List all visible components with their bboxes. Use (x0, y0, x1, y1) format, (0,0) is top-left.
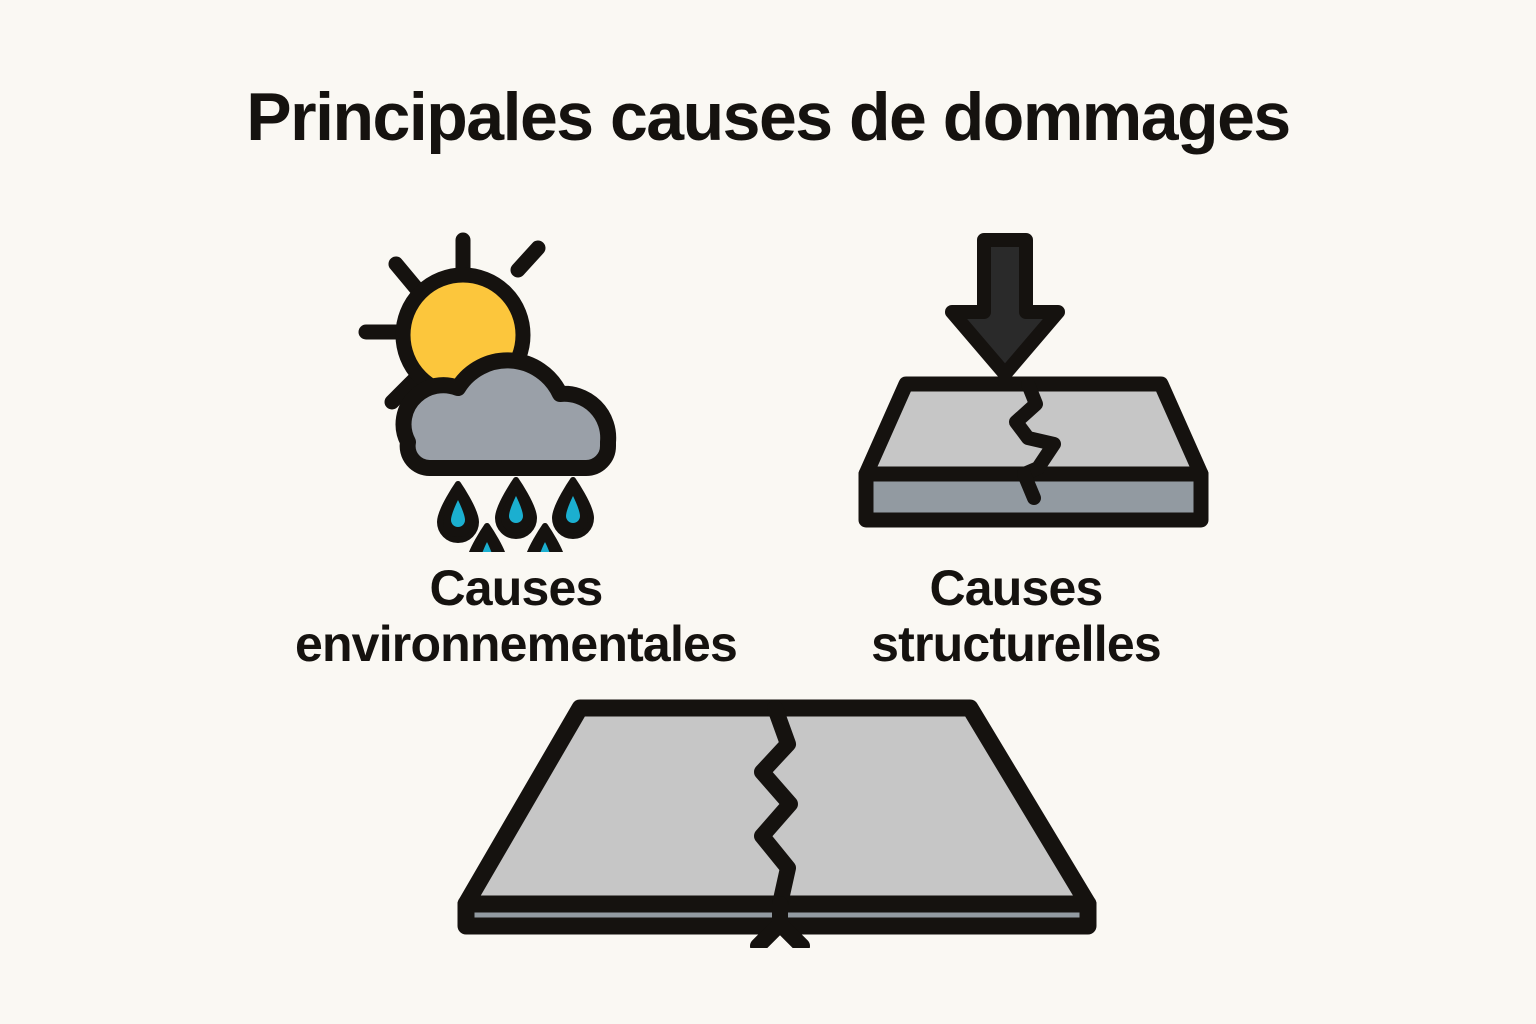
raindrop (469, 523, 505, 552)
card-environmental-label-line2: environnementales (294, 616, 738, 672)
sun-ray-lower-left (384, 372, 422, 410)
card-environmental-label: Causes environnementales (256, 560, 776, 672)
sun-ray-upper-left (388, 256, 424, 296)
page-title: Principales causes de dommages (246, 79, 1291, 155)
card-structural-causes: Causes structurelles (806, 222, 1226, 672)
raindrop (527, 523, 563, 552)
cracked-slab-icon (858, 376, 1209, 528)
card-structural-label-line1: Causes (929, 560, 1103, 616)
slab-crack-branch (750, 896, 810, 948)
cracked-slab-load-icon-wrap (806, 222, 1226, 552)
card-environmental-causes: Causes environnementales (256, 222, 776, 672)
bottom-cracked-slab-wrap (440, 686, 1120, 948)
slab-crack-lower (1017, 467, 1041, 505)
cracked-slab-load-icon (858, 233, 1209, 528)
cracked-slab-large-icon (457, 699, 1097, 948)
sun-rays-icon (358, 232, 546, 410)
down-arrow-icon (945, 233, 1065, 381)
card-structural-label-line2: structurelles (871, 616, 1162, 672)
card-structural-label: Causes structurelles (806, 560, 1226, 672)
sun-cloud-rain-icon-wrap (256, 222, 776, 552)
slab-crack (1009, 377, 1061, 481)
slab-top-face (457, 699, 1097, 913)
sun-cloud-rain-icon (358, 232, 617, 552)
card-environmental-label-line1: Causes (429, 560, 603, 616)
cloud-icon (395, 352, 617, 476)
sun-ray-upper-right (510, 240, 546, 278)
raindrops-icon (437, 477, 594, 552)
raindrop (495, 477, 537, 539)
slab-crack (754, 700, 798, 912)
raindrop (552, 477, 594, 539)
raindrop (437, 481, 479, 543)
